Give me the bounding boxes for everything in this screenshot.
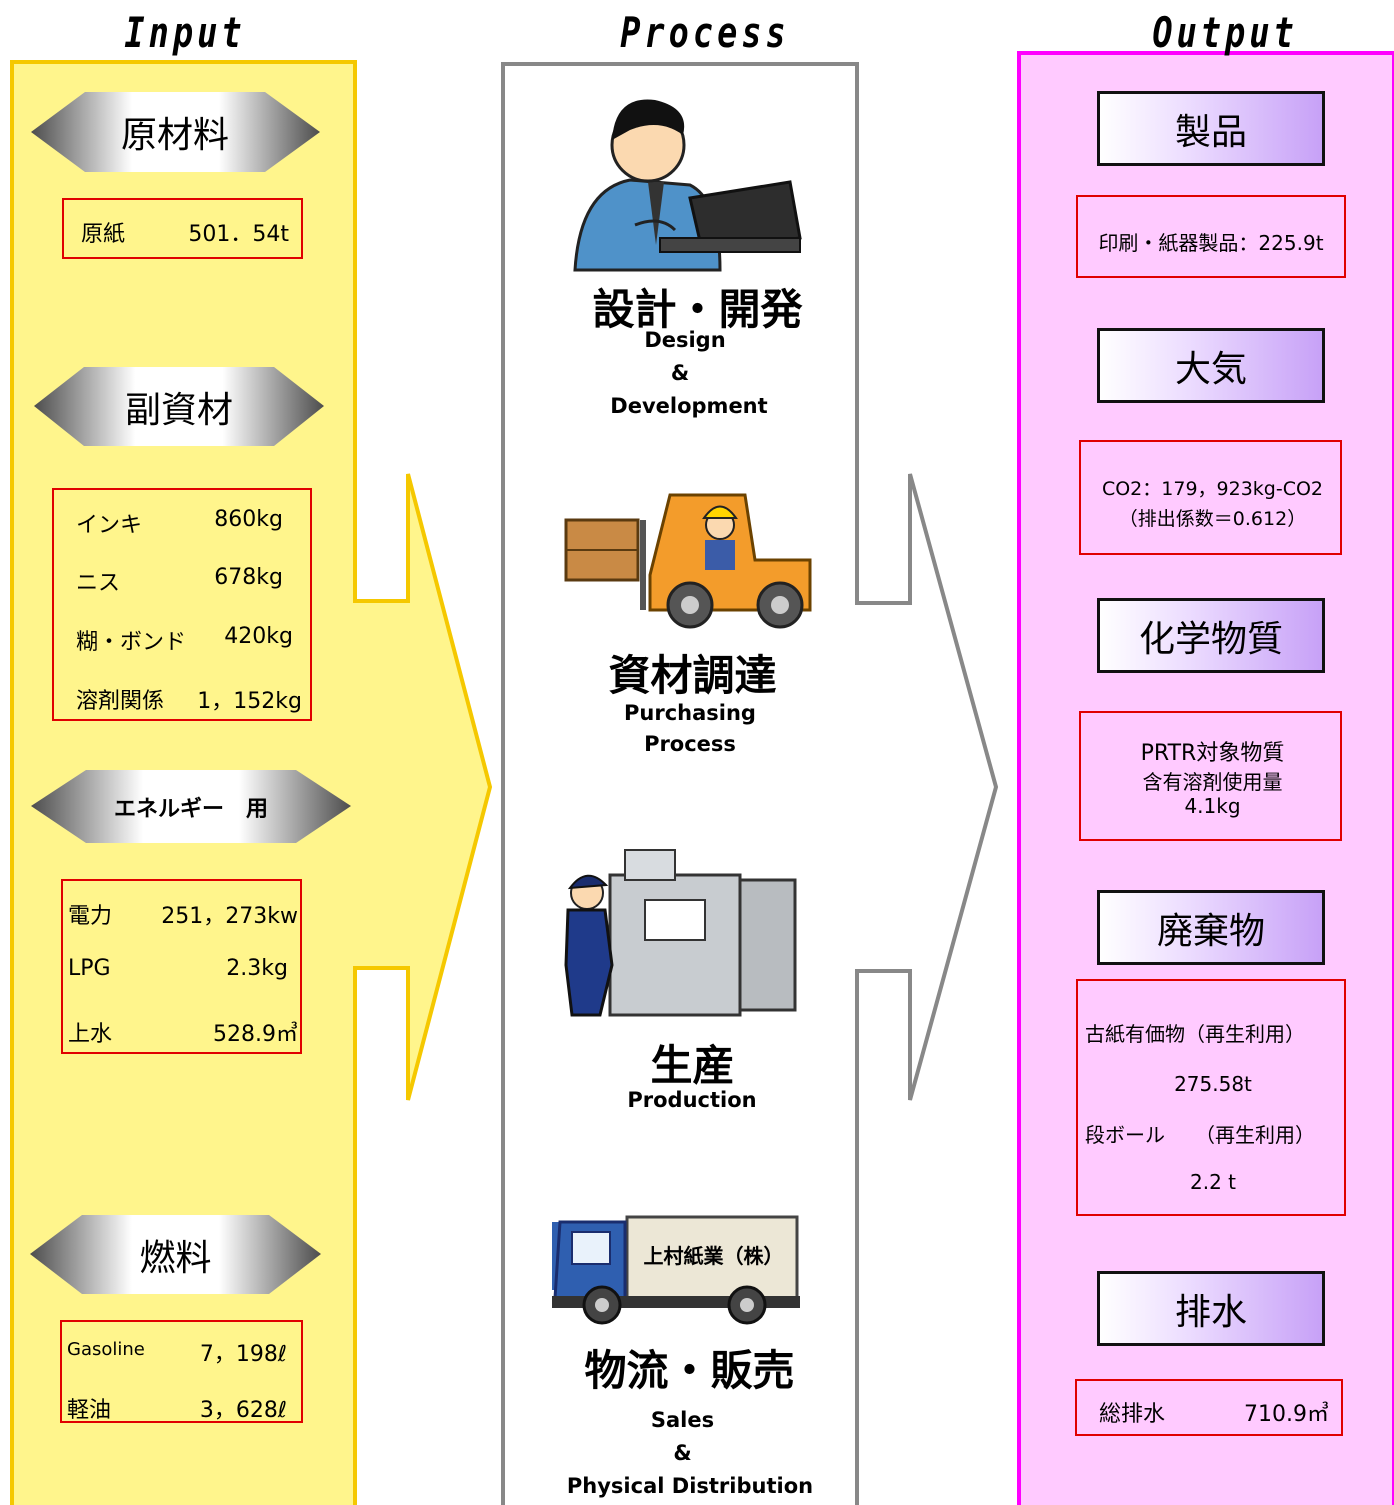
energy-box: 電力 251，273kw LPG 2.3kg 上水 528.9㎥ [61, 879, 302, 1054]
design-sub-line: & [670, 361, 690, 385]
sub-material-row: 糊・ボンド 420kg [76, 624, 293, 656]
designer-illustration [553, 80, 816, 276]
sub-material-value: 860kg [214, 507, 283, 532]
energy-value: 2.3kg [226, 956, 288, 981]
sub-material-row: インキ 860kg [76, 507, 283, 539]
fuel-row: 軽油 3，628ℓ [67, 1392, 287, 1424]
purchasing-subtitle: Purchasing Process [560, 698, 820, 760]
distribution-sub-line: & [673, 1441, 692, 1465]
sub-material-name: 糊・ボンド [76, 630, 187, 655]
sub-material-name: ニス [76, 571, 121, 596]
design-subtitle: Design & Development [560, 324, 820, 423]
purchasing-title: 資材調達 [608, 651, 777, 700]
energy-row: 電力 251，273kw [68, 898, 298, 930]
distribution-sub-line: Sales [650, 1408, 715, 1432]
products-box: 印刷・紙器製品：225.9t [1076, 195, 1346, 278]
raw-materials-label: 原材料 [120, 115, 229, 156]
hex-energy [31, 770, 351, 843]
sub-materials-box: インキ 860kg ニス 678kg 糊・ボンド 420kg 溶剤関係 1，15… [52, 488, 312, 721]
raw-material-value: 501．54t [188, 222, 289, 247]
waste-box: 古紙有価物（再生利用） 275.58t 段ボール （再生利用） 2.2 t [1076, 979, 1346, 1216]
design-sub-line: Development [610, 394, 768, 418]
wastewater-label: 排水 [1097, 1271, 1325, 1346]
fuel-name: 軽油 [67, 1398, 112, 1423]
energy-value: 528.9㎥ [213, 1022, 298, 1047]
products-label: 製品 [1097, 91, 1325, 166]
air-box: CO2：179，923kg-CO2 （排出係数＝0.612） [1079, 440, 1342, 555]
purchasing-sub-line: Process [644, 732, 736, 756]
chemicals-line-1: PRTR対象物質 [1140, 741, 1285, 766]
production-illustration [545, 795, 815, 1075]
chemicals-label: 化学物質 [1097, 598, 1325, 673]
fuel-value: 3，628ℓ [199, 1398, 287, 1423]
waste-line-3: 段ボール （再生利用） [1085, 1123, 1315, 1147]
raw-materials-box: 原紙 501．54t [62, 198, 303, 259]
chemicals-line-2: 含有溶剤使用量 [1142, 770, 1283, 794]
wastewater-box: 総排水 710.9㎥ [1075, 1379, 1343, 1436]
distribution-title: 物流・販売 [584, 1346, 795, 1395]
energy-row: LPG 2.3kg [68, 956, 288, 981]
sub-material-value: 1，152kg [197, 689, 302, 714]
sub-material-row: ニス 678kg [76, 565, 283, 597]
production-sub-line: Production [627, 1088, 757, 1112]
wastewater-value: 710.9㎥ [1244, 1402, 1329, 1427]
distribution-sub-line: Physical Distribution [566, 1474, 814, 1498]
energy-label: エネルギー 用 [113, 796, 268, 822]
process-heading: Process [620, 8, 790, 57]
hex-fuel [30, 1215, 321, 1294]
forklift-illustration [553, 455, 823, 645]
products-text: 印刷・紙器製品：225.9t [1098, 231, 1324, 255]
sub-material-value: 420kg [224, 624, 293, 649]
raw-material-name: 原紙 [81, 222, 126, 247]
purchasing-sub-line: Purchasing [624, 701, 756, 725]
hex-sub-materials [34, 367, 324, 446]
sub-material-name: 溶剤関係 [76, 689, 165, 714]
fuel-row: Gasoline 7，198ℓ [67, 1336, 287, 1367]
air-line-1: CO2：179，923kg-CO2 [1101, 478, 1324, 500]
design-sub-line: Design [644, 328, 726, 352]
energy-name: LPG [68, 956, 111, 981]
energy-value: 251，273kw [161, 904, 298, 929]
output-panel [1017, 51, 1394, 1505]
sub-material-name: インキ [76, 513, 143, 538]
waste-line-4: 2.2 t [1189, 1170, 1236, 1194]
fuel-name: Gasoline [67, 1339, 145, 1360]
sub-material-row: 溶剤関係 1，152kg [76, 683, 302, 715]
truck-illustration [540, 1140, 810, 1395]
waste-line-2: 275.58t [1174, 1072, 1252, 1096]
truck-sign: 上村紙業（株） [643, 1244, 784, 1268]
fuel-box: Gasoline 7，198ℓ 軽油 3，628ℓ [60, 1320, 303, 1423]
production-title: 生産 [650, 1041, 735, 1090]
waste-label: 廃棄物 [1097, 890, 1325, 965]
air-label: 大気 [1097, 328, 1325, 403]
raw-material-row: 原紙 501．54t [81, 216, 289, 248]
energy-row: 上水 528.9㎥ [68, 1016, 298, 1048]
hex-raw-materials [31, 92, 320, 172]
air-line-2: （排出係数＝0.612） [1118, 508, 1307, 530]
production-subtitle: Production [562, 1084, 822, 1117]
fuel-label: 燃料 [139, 1237, 212, 1279]
output-heading: Output [1152, 8, 1298, 57]
sub-material-value: 678kg [214, 565, 283, 590]
design-title: 設計・開発 [592, 285, 803, 334]
fuel-value: 7，198ℓ [199, 1342, 287, 1367]
sub-materials-label: 副資材 [124, 389, 233, 431]
wastewater-row: 総排水 710.9㎥ [1099, 1396, 1329, 1428]
chemicals-line-3: 4.1kg [1184, 794, 1241, 818]
distribution-subtitle: Sales & Physical Distribution [555, 1404, 825, 1503]
chemicals-box: PRTR対象物質 含有溶剤使用量 4.1kg [1079, 711, 1342, 841]
energy-name: 電力 [68, 904, 113, 929]
energy-name: 上水 [68, 1022, 113, 1047]
waste-line-1: 古紙有価物（再生利用） [1085, 1022, 1305, 1046]
input-heading: Input [124, 8, 246, 57]
wastewater-name: 総排水 [1099, 1402, 1166, 1427]
